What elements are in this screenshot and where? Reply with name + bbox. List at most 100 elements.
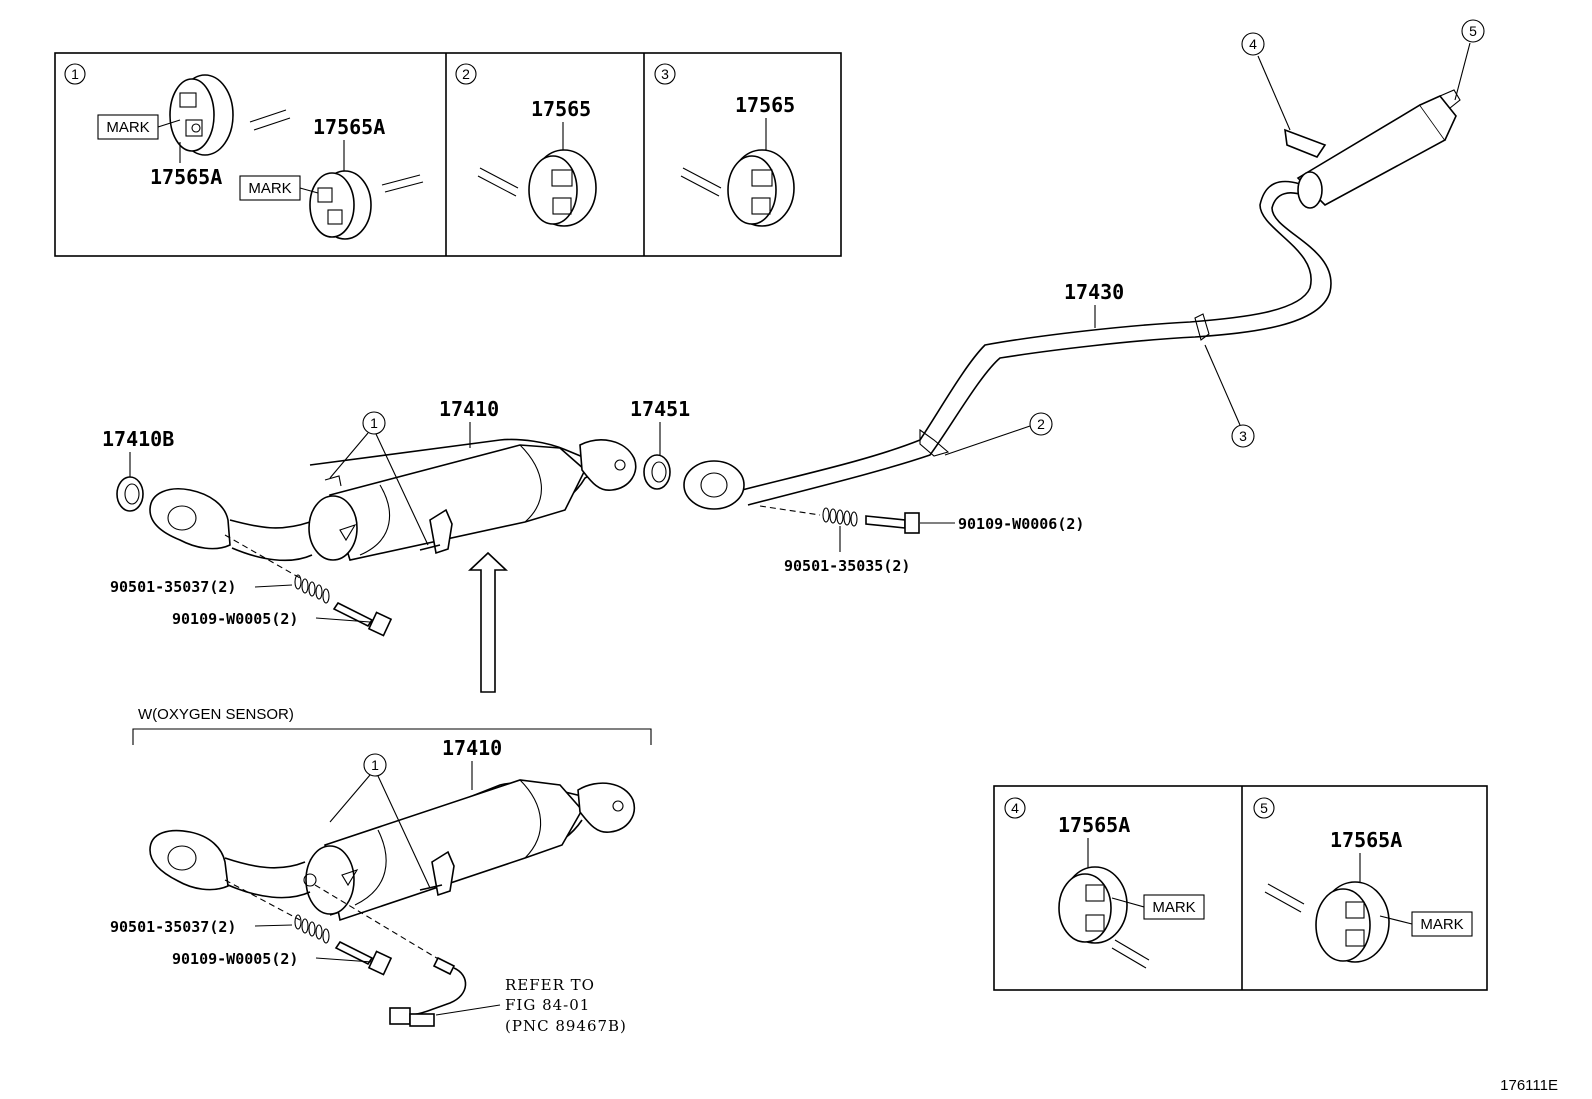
callout-circle-3 [1231,424,1255,448]
part-number-90501-35035: 90501-35035(2) [784,557,910,575]
leader-line [315,957,373,963]
callout-number: 1 [71,66,79,82]
callout-number: 4 [1249,36,1257,52]
leader-line [375,433,429,546]
callout-number: 2 [1037,416,1045,432]
part-number-90501-35037: 90501-35037(2) [110,578,236,596]
callout-number: 3 [661,66,669,82]
leader-line [1204,344,1241,426]
rubber-hanger-icon [169,74,234,156]
bolt-icon [332,601,393,637]
assembly-dash-line [224,879,301,921]
part-number-17565A: 17565A [313,115,385,139]
part-number-17565A: 17565A [1330,828,1402,852]
callout-circle-1 [64,63,86,85]
inset-box-outline [54,52,842,257]
pipe-stub-icon [249,109,291,131]
leader-line [254,924,293,927]
inset-box-group-top: 1 2 3 MARK 17565A 17565A MARK [54,52,842,257]
leader-line [377,775,431,889]
callout-number: 2 [462,66,470,82]
flange-icon [683,460,745,510]
callout-number: 1 [370,415,378,431]
variant-label: W(OXYGEN SENSOR) [138,706,294,723]
variant-bracket [132,728,652,745]
spring-icon [294,574,330,604]
callout-circle-2 [455,63,477,85]
part-number-17565A: 17565A [150,165,222,189]
tail-pipe-17430 [741,89,1461,506]
rubber-hanger-icon [1058,866,1128,944]
leader-line [157,119,181,128]
part-number-17410B: 17410B [102,427,174,451]
front-pipe-converter-17410-o2 [149,779,635,922]
part-number-17565A: 17565A [1058,813,1130,837]
assembly-dash-line [314,884,441,961]
view-arrow-icon [467,551,509,693]
leader-line [944,425,1031,456]
leader-line [299,187,319,194]
gasket-icon [643,454,671,490]
callout-circle-5 [1253,797,1275,819]
leader-line [315,617,371,623]
leader-line [1111,897,1145,908]
leader-line [329,774,371,823]
callout-circle-2 [1029,412,1053,436]
bolt-icon [334,940,393,976]
rubber-hanger-icon [1315,881,1390,963]
refer-text: (PNC 89467B) [505,1017,627,1035]
callout-circle-4 [1004,797,1026,819]
spring-icon [294,914,330,944]
callout-number: 4 [1011,800,1019,816]
leader-line [1379,915,1413,925]
refer-text: REFER TO [505,976,595,994]
callout-circle-4 [1241,32,1265,56]
callout-number: 5 [1469,23,1477,39]
part-number-17410: 17410 [439,397,499,421]
part-number-90501-35037: 90501-35037(2) [110,918,236,936]
figure-id: 176111E [1500,1077,1558,1094]
callout-circle-5 [1461,19,1485,43]
mark-label: MARK [1152,899,1195,916]
oxygen-sensor-icon [389,956,467,1027]
part-number-17565: 17565 [531,97,591,121]
pipe-stub-icon [1111,939,1150,969]
mark-label: MARK [106,119,149,136]
rubber-hanger-icon [727,149,795,227]
inset-box-group-bottom: 4 5 17565A MARK 17565A MARK [993,785,1488,991]
part-number-90109-W0005: 90109-W0005(2) [172,950,298,968]
callout-circle-1 [362,411,386,435]
callout-number: 3 [1239,428,1247,444]
spring-icon [822,507,858,527]
leader-line [329,432,369,479]
part-number-17451: 17451 [630,397,690,421]
refer-text: FIG 84-01 [505,996,590,1014]
rubber-hanger-icon [528,149,597,227]
pipe-stub-icon [477,167,519,197]
mark-label: MARK [1420,916,1463,933]
leader-line [254,584,293,588]
rubber-hanger-icon [309,170,372,240]
callout-number: 5 [1260,800,1268,816]
front-pipe-converter-17410 [149,438,637,562]
part-number-17565: 17565 [735,93,795,117]
bolt-icon [865,512,920,534]
inset-box-outline [993,785,1488,991]
mark-label: MARK [248,180,291,197]
leader-line [1257,55,1291,131]
part-number-90109-W0006: 90109-W0006(2) [958,515,1084,533]
assembly-dash-line [224,534,301,579]
callout-number: 1 [371,757,379,773]
leader-line [435,1004,501,1016]
part-number-90109-W0005: 90109-W0005(2) [172,610,298,628]
callout-circle-1 [363,753,387,777]
gasket-icon [116,476,144,512]
assembly-dash-line [759,505,821,516]
pipe-stub-icon [1264,883,1305,913]
callout-circle-3 [654,63,676,85]
part-number-17430: 17430 [1064,280,1124,304]
pipe-stub-icon [680,167,722,197]
pipe-stub-icon [381,174,424,193]
part-number-17410: 17410 [442,736,502,760]
